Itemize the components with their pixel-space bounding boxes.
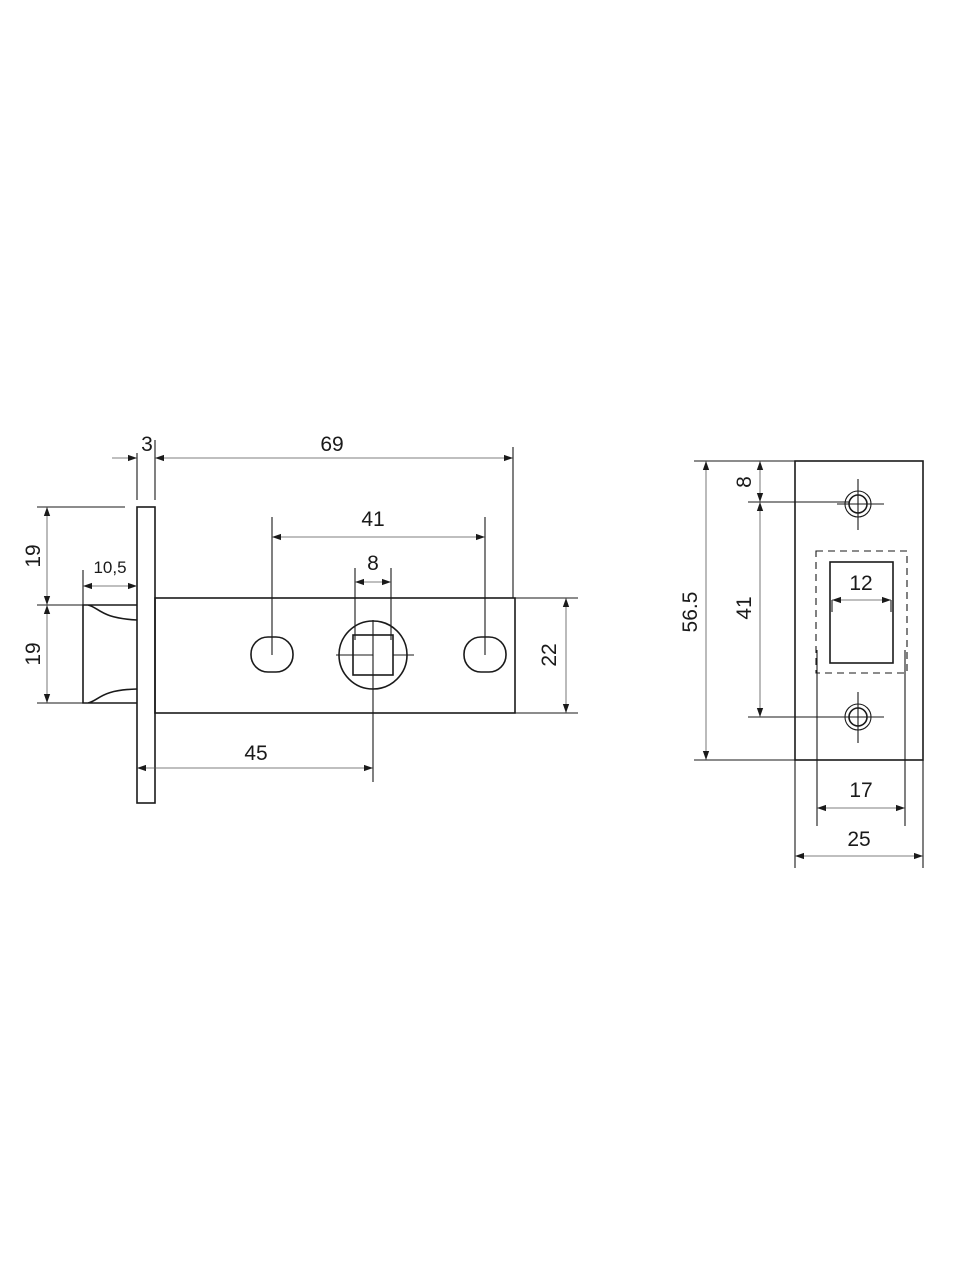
dim-label-19-bottom: 19 [22,642,45,665]
strike-plate-view: 56.5 8 41 12 17 25 [679,460,924,868]
dim-label-41-strike: 41 [733,596,756,619]
dim-label-69: 69 [320,433,343,456]
dim-label-25: 25 [847,828,870,851]
dim-label-3: 3 [141,433,153,456]
dim-label-22: 22 [538,643,561,666]
latch-opening [829,561,894,664]
dim-label-8: 8 [367,552,379,575]
latch-bolt [82,604,138,704]
dim-label-45: 45 [244,742,267,765]
strike-plate [794,460,924,761]
dim-label-12: 12 [849,572,872,595]
extension-lines [37,440,578,782]
dim-label-19-top: 19 [22,544,45,567]
strike-extension-lines [694,460,924,868]
dim-label-8-strike: 8 [733,476,756,488]
screw-hole-top [837,479,884,530]
recess-outline [815,550,908,674]
dim-label-10-5: 10,5 [93,558,126,577]
latch-view: 3 69 41 8 45 10,5 19 19 22 [22,433,578,804]
dim-label-17: 17 [849,779,872,802]
latch-body [154,597,516,714]
dim-label-41: 41 [361,508,384,531]
dim-label-56-5: 56.5 [679,592,702,633]
faceplate [136,506,156,804]
